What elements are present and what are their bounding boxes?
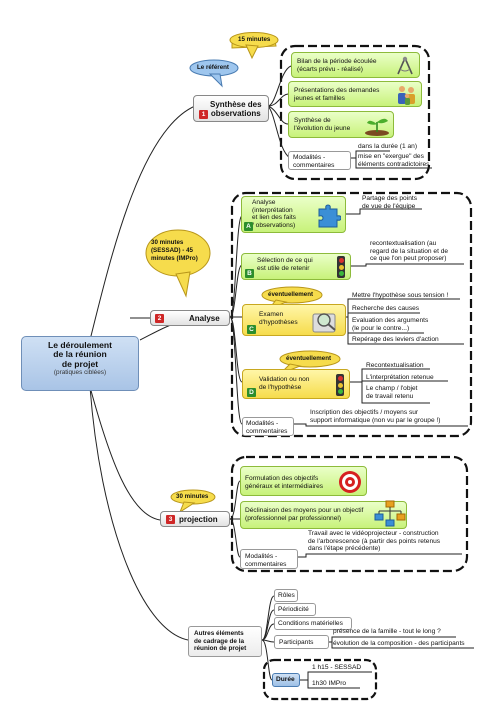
section-2-node[interactable]: 2 Analyse [150, 310, 230, 326]
autres-item-roles-label: Rôles [278, 592, 295, 599]
autres-item-roles[interactable]: Rôles [274, 589, 298, 602]
traffic-light-icon [337, 256, 345, 278]
participants-note-famille: présence de la famille - tout le long ? [333, 628, 441, 635]
proj-modalites[interactable]: Modalités - commentaires [240, 549, 298, 569]
ana-note-a: Partage des points de vue de l'équipe [362, 195, 417, 210]
autres-item-conditions-label: Conditions matérielles [278, 620, 343, 627]
autres-title: Autres éléments de cadrage de la réunion… [194, 630, 247, 653]
flowchart-icon [374, 500, 406, 527]
autres-item-duree[interactable]: Durée [272, 673, 300, 687]
autres-item-periodicite[interactable]: Périodicité [274, 603, 316, 616]
ana-item-b-badge: B [245, 269, 254, 278]
central-title: Le déroulement de la réunion de projet [48, 340, 112, 369]
ana-item-c-label: Examen d'hypothèses [259, 311, 298, 326]
ana-item-a-badge: A [244, 222, 253, 231]
ana-modalites[interactable]: Modalités - commentaires [242, 417, 294, 436]
ana-item-c-badge: C [247, 325, 256, 334]
callout-eventuellement-d: éventuellement [286, 355, 332, 362]
ana-item-c[interactable]: Examen d'hypothèses C [242, 304, 346, 336]
frame-duree [262, 658, 378, 701]
ana-note-b: recontextualisation (au regard de la sit… [370, 240, 449, 263]
duree-note-impro: 1h30 IMPro [312, 680, 347, 687]
syn-note-exergue: mise en "exergue" des éléments contradic… [358, 153, 430, 168]
section-1-node[interactable]: 1 Synthèse des observations [193, 95, 269, 122]
ana-item-a[interactable]: Analyse (interprétation et lien des fait… [241, 196, 346, 233]
target-icon [339, 471, 361, 493]
ana-item-d-badge: D [247, 388, 256, 397]
section-1-title: Synthèse des observations [210, 100, 262, 119]
traffic-light-icon [336, 374, 344, 396]
section-3-node[interactable]: 3 projection [160, 511, 230, 527]
magnifier-icon [312, 313, 336, 333]
plant-icon [365, 118, 389, 136]
proj-item-objectifs-label: Formulation des objectifs généraux et in… [245, 475, 324, 490]
ana-note-c-3: Evaluation des arguments (le pour le con… [352, 317, 429, 332]
section-2-badge: 2 [155, 314, 164, 323]
proj-modalites-note: Travail avec le vidéoprojecteur - constr… [308, 530, 441, 553]
section-3-title: projection [179, 515, 218, 524]
syn-item-demandes[interactable]: Présentations des demandes jeunes et fam… [288, 81, 422, 107]
syn-item-demandes-label: Présentations des demandes jeunes et fam… [294, 87, 380, 102]
ana-note-d-1: Recontextualisation [366, 362, 424, 369]
ana-note-d-3: Le champ / l'objet de travail retenu [366, 385, 418, 400]
ana-modalites-note: Inscription des objectifs / moyens sur s… [310, 409, 441, 424]
duree-note-sessad: 1 h15 - SESSAD [312, 664, 362, 671]
family-icon [398, 86, 415, 105]
syn-modalites-label: Modalités - commentaires [293, 154, 335, 169]
central-subtitle: (pratiques ciblées) [53, 369, 107, 377]
proj-modalites-label: Modalités - commentaires [245, 553, 287, 568]
proj-item-moyens[interactable]: Déclinaison des moyens pour un objectif … [240, 500, 407, 529]
autres-node[interactable]: Autres éléments de cadrage de la réunion… [188, 626, 262, 657]
time-callout-2: 30 minutes (SESSAD) - 45 minutes (IMPro) [151, 239, 198, 262]
ana-note-c-4: Repérage des leviers d'action [352, 336, 439, 343]
ana-item-d-label: Validation ou non de l'hypothèse [259, 376, 310, 391]
callout-eventuellement-c: éventuellement [268, 291, 314, 298]
compass-icon [397, 56, 413, 75]
autres-item-participants[interactable]: Participants [274, 635, 329, 649]
proj-item-objectifs[interactable]: Formulation des objectifs généraux et in… [240, 466, 367, 496]
ana-modalites-label: Modalités - commentaires [246, 420, 288, 435]
puzzle-icon [318, 204, 341, 228]
syn-modalites[interactable]: Modalités - commentaires [288, 151, 351, 170]
participants-note-composition: évolution de la composition - des partic… [333, 640, 465, 647]
syn-item-evolution[interactable]: Synthèse de l'évolution du jeune [288, 111, 394, 138]
ana-item-d[interactable]: Validation ou non de l'hypothèse D [242, 369, 350, 399]
ana-item-a-label: Analyse (interprétation et lien des fait… [252, 199, 296, 229]
ana-item-b-label: Sélection de ce qui est utile de retenir [257, 257, 313, 272]
time-callout-1: 15 minutes [238, 36, 271, 43]
ana-note-c-2: Recherche des causes [352, 305, 420, 312]
ana-note-d-2: L'interprétation retenue [366, 374, 434, 381]
autres-item-periodicite-label: Périodicité [278, 606, 309, 613]
ana-note-c-1: Mettre l'hypothèse sous tension ! [352, 292, 449, 299]
syn-item-evolution-label: Synthèse de l'évolution du jeune [294, 117, 351, 132]
autres-item-duree-label: Durée [276, 676, 295, 683]
section-1-badge: 1 [199, 110, 208, 119]
proj-item-moyens-label: Déclinaison des moyens pour un objectif … [245, 507, 364, 522]
ana-item-b[interactable]: Sélection de ce qui est utile de retenir… [241, 253, 351, 280]
autres-item-conditions[interactable]: Conditions matérielles [274, 617, 352, 630]
section-3-badge: 3 [166, 515, 175, 524]
syn-item-bilan[interactable]: Bilan de la période écoulée (écarts prév… [291, 52, 420, 78]
syn-note-duree: dans la durée (1 an) [358, 143, 418, 150]
central-topic[interactable]: Le déroulement de la réunion de projet (… [21, 336, 139, 391]
syn-item-bilan-label: Bilan de la période écoulée (écarts prév… [297, 58, 377, 73]
ref-callout: Le référent [197, 64, 229, 71]
autres-item-participants-label: Participants [279, 639, 314, 646]
frame-synthese [279, 44, 431, 181]
time-callout-3: 30 minutes [176, 493, 209, 500]
section-2-title: Analyse [189, 314, 220, 323]
